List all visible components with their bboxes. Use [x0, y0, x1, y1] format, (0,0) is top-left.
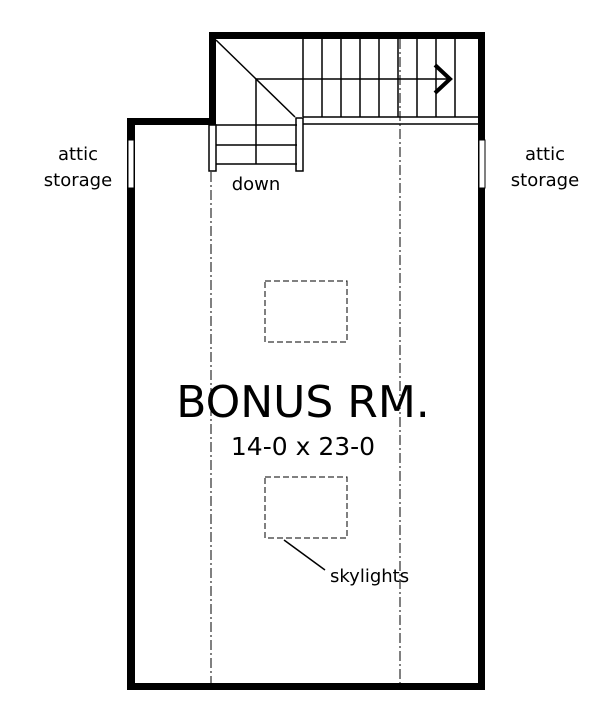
room-name: BONUS RM. [176, 377, 430, 428]
skylights [264, 280, 348, 539]
window-right [478, 139, 486, 189]
attic-storage-right-label: attic [525, 144, 565, 165]
direction-arrow-icon [433, 63, 453, 95]
window-left [127, 139, 135, 189]
attic-storage-left-label: attic [58, 144, 98, 165]
skylights-label: skylights [330, 566, 409, 587]
skylight-upper [264, 280, 348, 343]
center-lines [210, 39, 401, 683]
stairs-down-label: down [232, 174, 281, 195]
windows [127, 139, 486, 189]
room-dimensions: 14-0 x 23-0 [231, 432, 375, 461]
exterior-walls [127, 32, 485, 690]
attic-storage-right-label: storage [511, 170, 579, 191]
skylight-lower [264, 476, 348, 539]
staircase [208, 39, 478, 172]
skylight-leader [283, 539, 326, 571]
attic-storage-left-label: storage [44, 170, 112, 191]
